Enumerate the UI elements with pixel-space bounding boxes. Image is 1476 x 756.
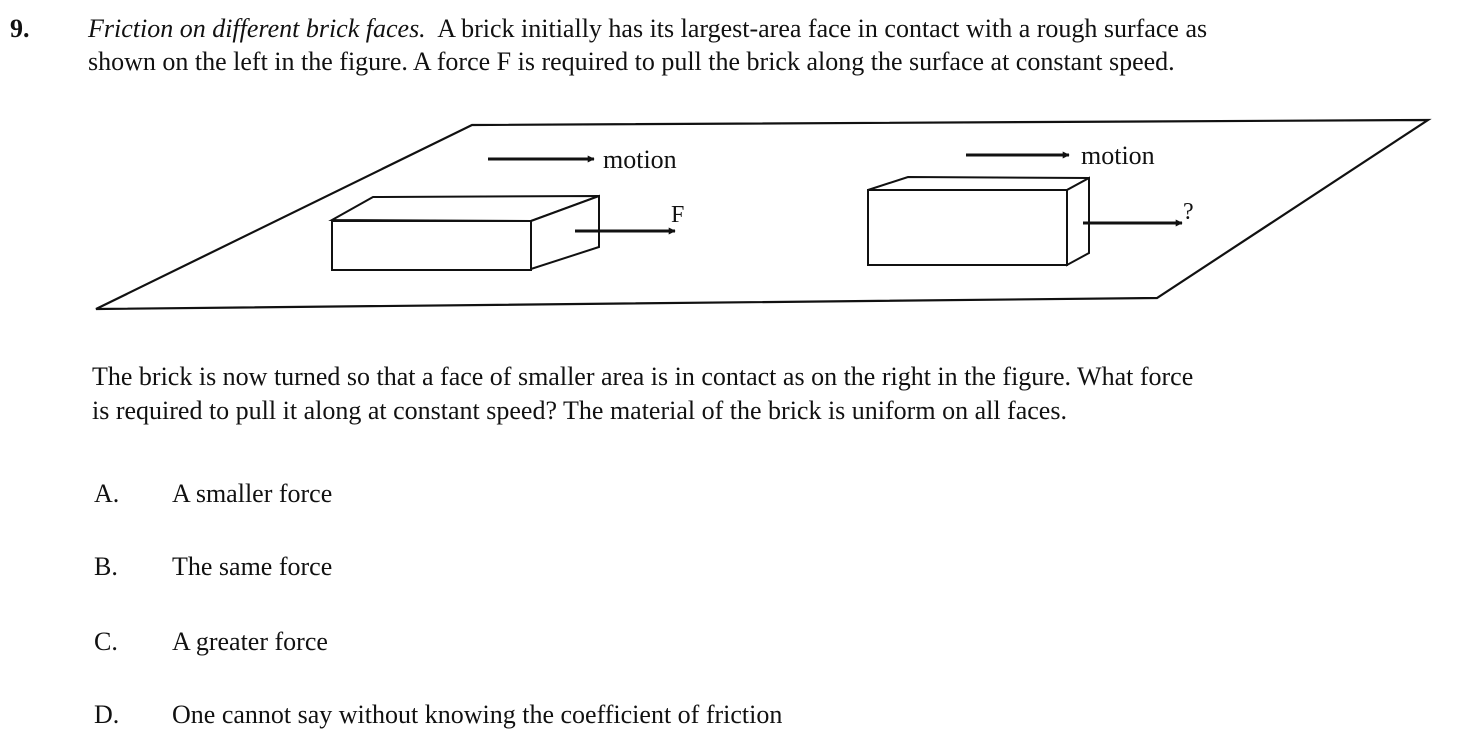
option-c-text: A greater force xyxy=(172,627,328,656)
option-a-letter: A. xyxy=(94,479,120,508)
left-force-label: F xyxy=(671,202,684,228)
question-body-line-1: The brick is now turned so that a face o… xyxy=(92,362,1194,391)
right-motion-label: motion xyxy=(1081,141,1155,170)
left-brick xyxy=(328,194,600,271)
option-b-letter: B. xyxy=(94,552,118,581)
option-c-letter: C. xyxy=(94,627,118,656)
right-force-label: ? xyxy=(1183,199,1194,225)
left-motion-label: motion xyxy=(603,145,677,174)
option-d-letter: D. xyxy=(94,700,120,729)
question-first-line: Friction on different brick faces. A bri… xyxy=(88,14,1207,44)
question-number: 9. xyxy=(10,14,30,43)
question-second-line: shown on the left in the figure. A force… xyxy=(88,47,1175,76)
rough-surface xyxy=(95,118,1432,311)
question-body-line-2: is required to pull it along at constant… xyxy=(92,396,1067,425)
question-intro-text: A brick initially has its largest-area f… xyxy=(437,14,1208,43)
question-title: Friction on different brick faces. xyxy=(88,14,426,43)
option-b-text: The same force xyxy=(172,552,333,581)
right-brick xyxy=(867,175,1090,267)
option-d-text: One cannot say without knowing the coeff… xyxy=(172,700,783,729)
option-a-text: A smaller force xyxy=(172,479,333,508)
